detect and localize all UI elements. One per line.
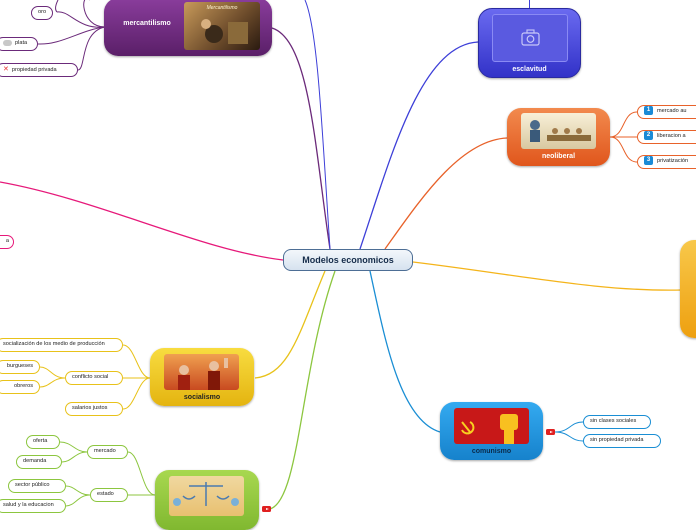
- balance-scale-icon: [201, 19, 248, 44]
- link-neo-leaves: [609, 111, 638, 163]
- leaf-salarios-justos[interactable]: salarios justos: [65, 402, 123, 416]
- video-icon[interactable]: [546, 429, 555, 435]
- topic-right-offscreen[interactable]: [680, 240, 696, 338]
- link-esclavitud: [359, 41, 479, 250]
- leaf-plata[interactable]: plata: [0, 37, 38, 51]
- leaf-sin-propiedad-privada[interactable]: sin propiedad privada: [583, 434, 661, 448]
- leaf-sin-clases-sociales[interactable]: sin clases sociales: [583, 415, 651, 429]
- raised-fists-icon: [178, 358, 228, 390]
- neoliberal-image: [521, 113, 596, 149]
- leaf-mercado[interactable]: mercado: [87, 445, 128, 459]
- link-mercantilismo: [271, 27, 331, 250]
- leaf-obreros[interactable]: obreros: [0, 380, 40, 394]
- comunismo-image: [454, 408, 529, 444]
- link-left-branch: [0, 181, 284, 261]
- leaf-sector-publico[interactable]: sector público: [8, 479, 66, 493]
- leaf-salud-educacion[interactable]: salud y la educacion: [0, 499, 66, 513]
- market-scene-icon: [530, 120, 591, 142]
- topic-neoliberal-label: neoliberal: [541, 153, 576, 160]
- link-comunismo: [369, 270, 441, 433]
- topic-esclavitud-label: esclavitud: [512, 66, 547, 73]
- bottom-topic-image: [169, 476, 244, 516]
- leaf-propiedad-privada[interactable]: ✕propiedad privada: [0, 63, 78, 77]
- hammer-sickle-fist-icon: [461, 414, 518, 444]
- leaf-oferta[interactable]: oferta: [26, 435, 60, 449]
- leaf-left-edge[interactable]: a: [0, 235, 14, 249]
- link-mercantilismo-top: [304, 0, 331, 250]
- central-topic-label: Modelos economicos: [302, 255, 394, 265]
- topic-socialismo[interactable]: socialismo: [150, 348, 254, 406]
- link-merc-oro: [55, 0, 59, 13]
- silver-coins-icon: [3, 39, 12, 46]
- socialismo-image: [164, 354, 239, 390]
- link-soc-leaves: [122, 344, 151, 410]
- leaf-conflicto-social[interactable]: conflicto social: [65, 371, 123, 385]
- link-soc-sub: [39, 366, 66, 388]
- link-bottom-leaves: [127, 451, 156, 496]
- video-icon-bottom[interactable]: [262, 506, 271, 512]
- cross-mark-icon: ✕: [3, 66, 9, 73]
- link-estado-sub: [65, 485, 91, 507]
- link-mercado-sub: [59, 441, 88, 463]
- link-merc-leaves: [37, 0, 106, 71]
- leaf-estado[interactable]: estado: [90, 488, 128, 502]
- central-topic[interactable]: Modelos economicos: [283, 249, 413, 271]
- topic-bottom-green[interactable]: [155, 470, 259, 530]
- link-bottom-topic: [269, 270, 336, 510]
- topic-esclavitud[interactable]: esclavitud: [478, 8, 581, 78]
- topic-mercantilismo[interactable]: mercantilismo Mercantilismo: [104, 0, 272, 56]
- topic-comunismo-label: comunismo: [471, 448, 512, 455]
- link-right-topic: [412, 261, 683, 291]
- link-neoliberal: [384, 137, 508, 250]
- link-socialismo: [254, 270, 326, 379]
- leaf-oro[interactable]: oro: [31, 6, 54, 20]
- image-placeholder: [492, 14, 568, 62]
- link-com-leaves: [554, 421, 584, 442]
- leaf-burgueses[interactable]: burgueses: [0, 360, 40, 374]
- topic-mercantilismo-label: mercantilismo: [123, 20, 171, 27]
- leaf-demanda[interactable]: demanda: [16, 455, 62, 469]
- mercantilismo-image-caption: Mercantilismo: [206, 5, 238, 11]
- balance-people-icon: [173, 482, 239, 506]
- esclavitud-top-connector: [529, 0, 530, 8]
- topic-socialismo-label: socialismo: [183, 394, 221, 401]
- topic-neoliberal[interactable]: neoliberal: [507, 108, 610, 166]
- topic-comunismo[interactable]: comunismo: [440, 402, 543, 460]
- mercantilismo-image: Mercantilismo: [184, 2, 260, 50]
- camera-icon: [521, 29, 540, 46]
- leaf-socializacion[interactable]: socialización de los medio de producción: [0, 338, 123, 352]
